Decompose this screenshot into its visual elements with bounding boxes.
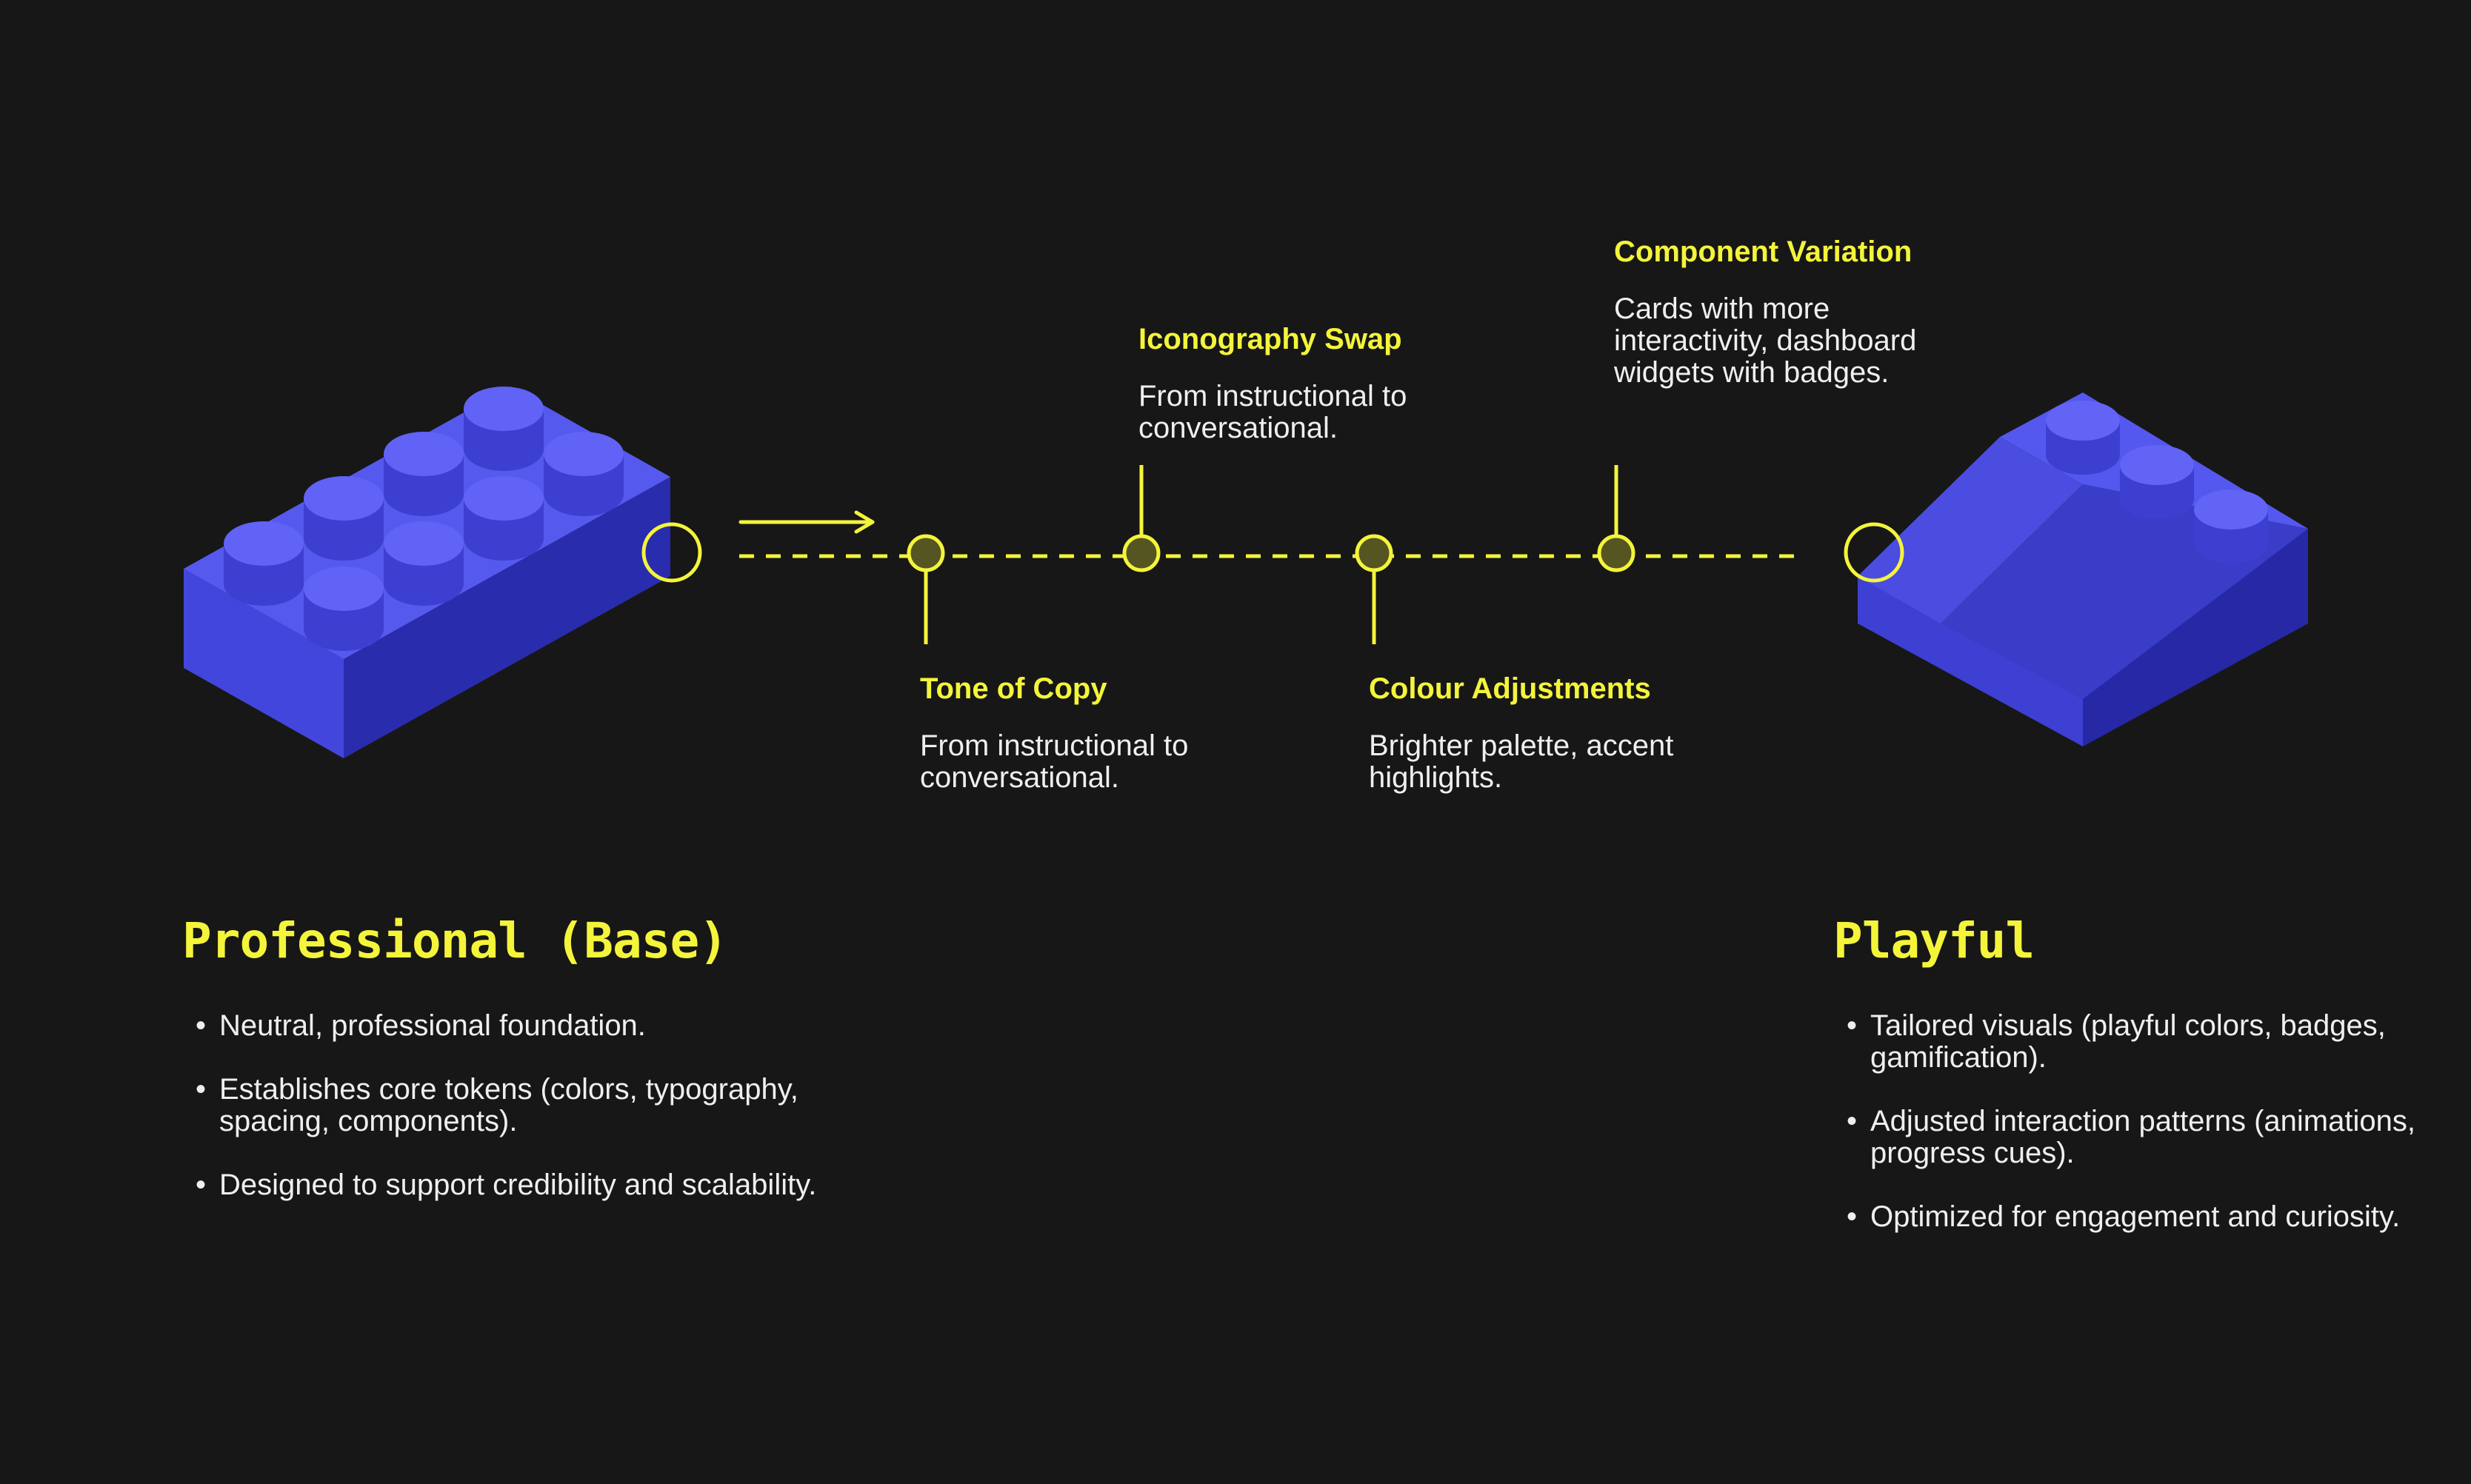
playful-brick-icon: [1858, 392, 2308, 746]
base-title: Professional (Base): [182, 912, 728, 969]
milestone-description: Cards with more interactivity, dashboard…: [1614, 293, 1917, 389]
playful-bullets: Tailored visuals (playful colors, badges…: [1835, 1010, 2433, 1265]
base-brick-icon: [184, 387, 670, 758]
milestone-connectors: [924, 465, 1618, 644]
milestone-description: From instructional to conversational.: [1138, 380, 1407, 444]
milestone-title: Component Variation: [1614, 235, 1913, 268]
list-item: Adjusted interaction patterns (animation…: [1847, 1106, 2433, 1169]
list-item: Tailored visuals (playful colors, badges…: [1847, 1010, 2433, 1074]
milestone-colour-adjustments: Colour Adjustments Brighter palette, acc…: [1369, 671, 1680, 794]
milestone-tone-of-copy: Tone of Copy From instructional to conve…: [920, 671, 1246, 794]
list-item: Establishes core tokens (colors, typogra…: [196, 1074, 871, 1137]
milestone-component-variation: Component Variation Cards with more inte…: [1614, 234, 1925, 389]
milestone-node-colour: [1355, 534, 1393, 572]
milestone-title: Colour Adjustments: [1369, 672, 1651, 705]
milestone-title: Tone of Copy: [920, 672, 1107, 705]
milestone-node-component: [1597, 534, 1635, 572]
milestone-title: Iconography Swap: [1138, 323, 1402, 355]
milestone-description: Brighter palette, accent highlights.: [1369, 729, 1674, 794]
playful-title: Playful: [1833, 912, 2035, 969]
base-bullets: Neutral, professional foundation. Establ…: [184, 1010, 871, 1233]
arrow-right-icon: [738, 510, 875, 534]
list-item: Optimized for engagement and curiosity.: [1847, 1201, 2433, 1234]
end-ring: [1844, 522, 1904, 583]
milestone-node-iconography: [1122, 534, 1161, 572]
milestone-node-tone: [907, 534, 945, 572]
milestone-iconography-swap: Iconography Swap From instructional to c…: [1138, 321, 1464, 444]
milestone-description: From instructional to conversational.: [920, 729, 1189, 794]
list-item: Neutral, professional foundation.: [196, 1010, 871, 1043]
list-item: Designed to support credibility and scal…: [196, 1169, 871, 1202]
start-ring: [641, 522, 702, 583]
